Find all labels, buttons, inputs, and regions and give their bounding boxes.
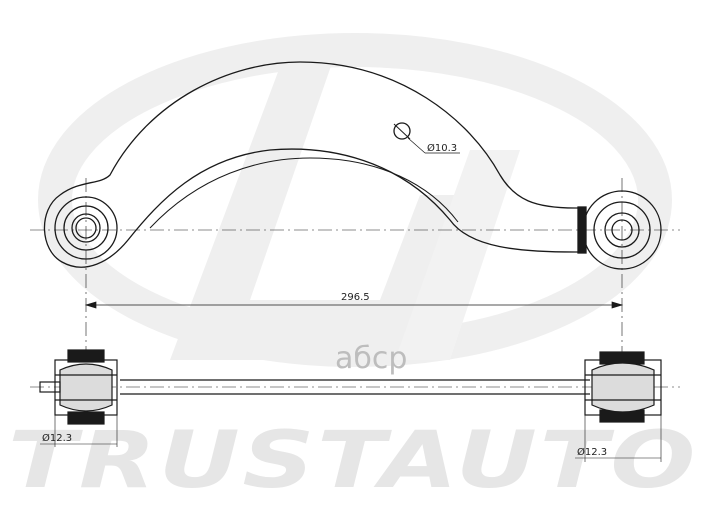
right-bushing-rubber [591, 362, 655, 413]
right-eye-hole [611, 219, 633, 241]
small-hole [393, 122, 411, 140]
arm-side-view [30, 349, 680, 462]
left-eye-outer [54, 196, 118, 260]
right-bushing-diameter-label: Ø12.3 [577, 446, 607, 458]
left-bushing-side [39, 349, 118, 425]
watermark: TRUSTAUTO абср [8, 33, 698, 506]
small-hole-cross [393, 123, 411, 140]
right-collar [577, 206, 587, 254]
left-bushing-cap-top [67, 349, 105, 363]
watermark-letter-a [170, 40, 470, 360]
left-bushing-rubber [59, 363, 113, 412]
dimension-arrow-left [84, 301, 97, 309]
right-bushing-cap-top [599, 351, 645, 365]
watermark-brand: TRUSTAUTO [8, 416, 698, 506]
center-distance-label: 296.5 [341, 292, 370, 303]
left-bushing-cap-bottom [67, 411, 105, 425]
left-eye-hole [75, 217, 97, 239]
left-bushing-diameter-label: Ø12.3 [42, 432, 72, 444]
hole-diameter-label: Ø10.3 [427, 142, 457, 154]
arm-outline [43, 61, 584, 268]
right-bushing-side [584, 351, 662, 423]
left-eye-mid [63, 205, 109, 251]
watermark-site: абср [335, 341, 407, 376]
left-bushing-pin [39, 381, 61, 393]
dimension-center-distance [84, 301, 624, 309]
right-eye-mid [593, 201, 651, 259]
dimension-arrow-right [611, 301, 624, 309]
left-eye-inner [71, 213, 101, 243]
right-eye-inner [604, 212, 640, 248]
arm-inner-edge [149, 157, 459, 229]
watermark-letter-stroke [395, 150, 520, 360]
hole-leader [407, 137, 426, 154]
